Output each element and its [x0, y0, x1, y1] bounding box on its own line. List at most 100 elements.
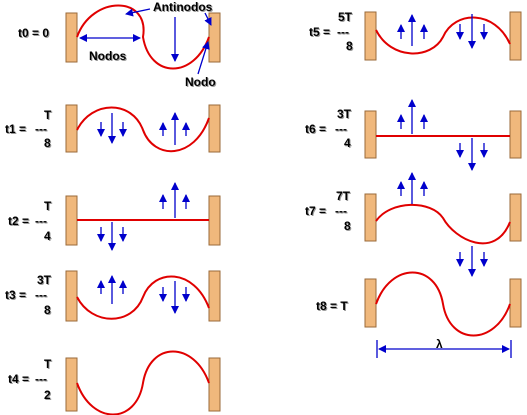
- time-denominator: 8: [44, 136, 51, 150]
- time-numerator: T: [44, 199, 52, 213]
- nodes-label-shadow: Nodos: [90, 50, 128, 64]
- time-denominator: 2: [44, 388, 51, 402]
- left-wall: [65, 12, 78, 63]
- left-wall: [364, 110, 377, 159]
- antinode-pointer-arrow: [125, 8, 151, 17]
- node-pointer-arrow: [197, 41, 210, 75]
- time-denominator: 4: [344, 136, 351, 150]
- time-numerator-shadow: T: [45, 358, 53, 372]
- time-denominator-shadow: 2: [45, 389, 52, 403]
- antinodes-label-shadow: Antinodos: [154, 1, 214, 15]
- frame-t7: 7T 7T t7 = t7 = --- --- 8 8: [305, 172, 522, 277]
- time-denominator: 8: [44, 303, 51, 317]
- time-denominator-shadow: 8: [45, 137, 52, 151]
- time-denominator: 8: [344, 219, 351, 233]
- frame-t1: T T t1 = t1 = --- --- 8 8: [5, 104, 221, 153]
- fraction-bar-shadow: ---: [36, 123, 48, 137]
- fraction-bar: ---: [35, 122, 47, 136]
- frame-t0: t0 = 0 t0 = 0 Antinodos Antinodos Nodos …: [18, 0, 221, 90]
- right-wall: [208, 270, 221, 322]
- time-label-shadow: t1 =: [6, 123, 27, 137]
- time-label: t5 =: [309, 25, 330, 39]
- right-wall: [208, 12, 221, 63]
- time-label: t8 = T: [316, 299, 348, 313]
- time-numerator-shadow: 7T: [337, 190, 352, 204]
- time-label: t2 =: [8, 214, 29, 228]
- time-numerator: T: [44, 108, 52, 122]
- wavelength-label: λ: [436, 337, 443, 351]
- time-numerator: 3T: [37, 273, 52, 287]
- time-label-shadow: t8 = T: [317, 300, 349, 314]
- standing-wave: [76, 275, 210, 320]
- time-label-shadow: t6 =: [306, 123, 327, 137]
- time-label-shadow: t2 =: [9, 215, 30, 229]
- time-numerator: 7T: [336, 189, 351, 203]
- fraction-bar-shadow: ---: [336, 205, 348, 219]
- time-numerator: T: [44, 357, 52, 371]
- fraction-bar-shadow: ---: [36, 289, 48, 303]
- fraction-bar: ---: [35, 372, 47, 386]
- time-denominator-shadow: 4: [345, 137, 352, 151]
- time-label-shadow: t3 =: [6, 289, 27, 303]
- left-wall: [364, 11, 377, 61]
- right-wall: [509, 278, 522, 328]
- frame-t6: 3T 3T t6 = t6 = --- --- 4 4: [305, 99, 522, 171]
- time-denominator-shadow: 4: [45, 230, 52, 244]
- time-denominator-shadow: 8: [45, 304, 52, 318]
- right-wall: [509, 11, 522, 61]
- time-label: t7 =: [305, 204, 326, 218]
- time-numerator: 3T: [337, 107, 352, 121]
- node-label-shadow: Nodo: [186, 76, 217, 90]
- standing-wave: [375, 16, 511, 55]
- time-label-shadow: t5 =: [310, 26, 331, 40]
- right-wall: [208, 104, 221, 153]
- frame-t5: 5T 5T t5 = t5 = --- --- 8 8: [309, 10, 522, 61]
- time-numerator-shadow: 3T: [38, 274, 53, 288]
- antinodes-label: Antinodos: [153, 0, 213, 14]
- time-label-shadow: t7 =: [306, 205, 327, 219]
- fraction-bar: ---: [335, 122, 347, 136]
- time-numerator-shadow: T: [45, 109, 53, 123]
- standing-wave: [375, 271, 511, 337]
- time-label-shadow: t4 =: [9, 373, 30, 387]
- fraction-bar-shadow: ---: [336, 123, 348, 137]
- left-wall: [65, 270, 78, 322]
- fraction-bar-shadow: ---: [36, 373, 48, 387]
- time-label: t0 = 0: [18, 26, 49, 40]
- time-denominator: 8: [346, 39, 353, 53]
- left-wall: [65, 195, 78, 246]
- time-denominator-shadow: 8: [347, 40, 354, 54]
- antinode-pointer-arrow: [204, 12, 212, 26]
- standing-wave: [76, 350, 210, 415]
- standing-wave: [375, 203, 511, 245]
- time-numerator-shadow: 5T: [339, 11, 354, 25]
- node-label: Nodo: [185, 75, 216, 89]
- fraction-bar-shadow: ---: [36, 215, 48, 229]
- left-wall: [364, 278, 377, 328]
- fraction-bar: ---: [337, 25, 349, 39]
- time-label: t3 =: [5, 288, 26, 302]
- left-wall: [364, 193, 377, 242]
- frame-t4: T T t4 = t4 = --- --- 2 2: [8, 350, 221, 415]
- right-wall: [208, 195, 221, 246]
- time-label: t1 =: [5, 122, 26, 136]
- time-denominator-shadow: 8: [345, 220, 352, 234]
- frame-t2: T T t2 = t2 = --- --- 4 4: [8, 182, 221, 251]
- right-wall: [509, 110, 522, 159]
- time-numerator-shadow: 3T: [338, 108, 353, 122]
- fraction-bar: ---: [335, 204, 347, 218]
- fraction-bar: ---: [35, 214, 47, 228]
- left-wall: [65, 357, 78, 412]
- right-wall: [208, 357, 221, 412]
- time-label: t6 =: [305, 122, 326, 136]
- time-label-shadow: t0 = 0: [19, 27, 50, 41]
- left-wall: [65, 104, 78, 153]
- time-denominator: 4: [44, 229, 51, 243]
- standing-wave: [76, 106, 210, 153]
- frame-t3: 3T 3T t3 = t3 = --- --- 8 8: [5, 270, 221, 322]
- time-numerator: 5T: [338, 10, 353, 24]
- fraction-bar: ---: [35, 288, 47, 302]
- fraction-bar-shadow: ---: [338, 26, 350, 40]
- time-numerator-shadow: T: [45, 200, 53, 214]
